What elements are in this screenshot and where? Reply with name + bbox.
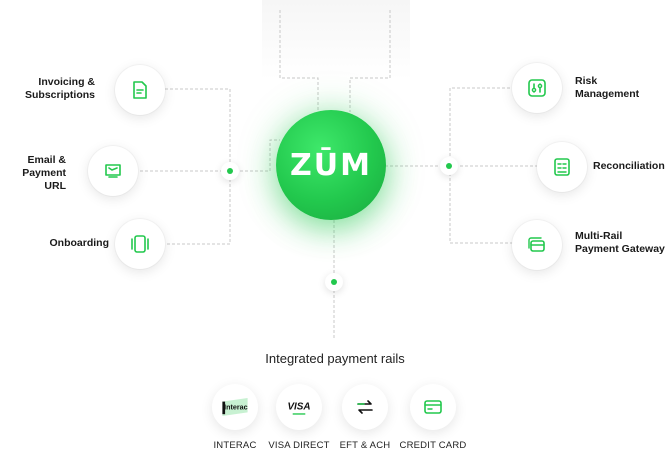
credit-card-icon [424, 400, 442, 414]
payment-gateway-label: Multi-Rail Payment Gateway [575, 230, 665, 255]
eft-ach-label: EFT & ACH [339, 440, 391, 451]
credit-card-label: CREDIT CARD [399, 440, 467, 451]
sliders-icon [528, 79, 546, 97]
email-icon [105, 164, 121, 178]
zum-hub[interactable]: ZŪM [276, 110, 386, 220]
document-icon [133, 81, 147, 99]
onboarding-label: Onboarding [49, 237, 110, 249]
background-shape [262, 0, 410, 80]
transfer-arrows-icon [357, 400, 373, 414]
email-label: Email & Payment URL [22, 154, 66, 192]
reconciliation-label: Reconciliation [593, 160, 665, 172]
zum-logo-text: ZŪM [290, 147, 372, 183]
payment-gateway-node[interactable] [512, 220, 562, 270]
interac-rail[interactable]: Interac [212, 384, 258, 430]
interac-logo-text: Interac [224, 403, 248, 412]
risk-management-label: Risk Management [575, 75, 640, 100]
credit-card-rail[interactable] [410, 384, 456, 430]
reconciliation-node[interactable] [537, 142, 587, 192]
ledger-icon [554, 158, 570, 176]
right-junction-dot [440, 157, 458, 175]
eft-ach-rail[interactable] [342, 384, 388, 430]
interac-label: INTERAC [213, 440, 257, 451]
visa-direct-label: VISA DIRECT [268, 440, 330, 451]
visa-logo: VISA [287, 402, 311, 415]
email-node[interactable] [88, 146, 138, 196]
visa-logo-text: VISA [287, 402, 310, 413]
interac-logo: Interac [222, 398, 248, 416]
onboarding-icon [131, 235, 149, 253]
left-junction-dot [221, 162, 239, 180]
bottom-junction-dot [325, 273, 343, 291]
visa-direct-rail[interactable]: VISA [276, 384, 322, 430]
card-stack-icon [528, 237, 545, 252]
risk-management-node[interactable] [512, 63, 562, 113]
onboarding-node[interactable] [115, 219, 165, 269]
invoicing-label: Invoicing & Subscriptions [24, 76, 95, 101]
invoicing-node[interactable] [115, 65, 165, 115]
rails-title: Integrated payment rails [265, 351, 405, 366]
